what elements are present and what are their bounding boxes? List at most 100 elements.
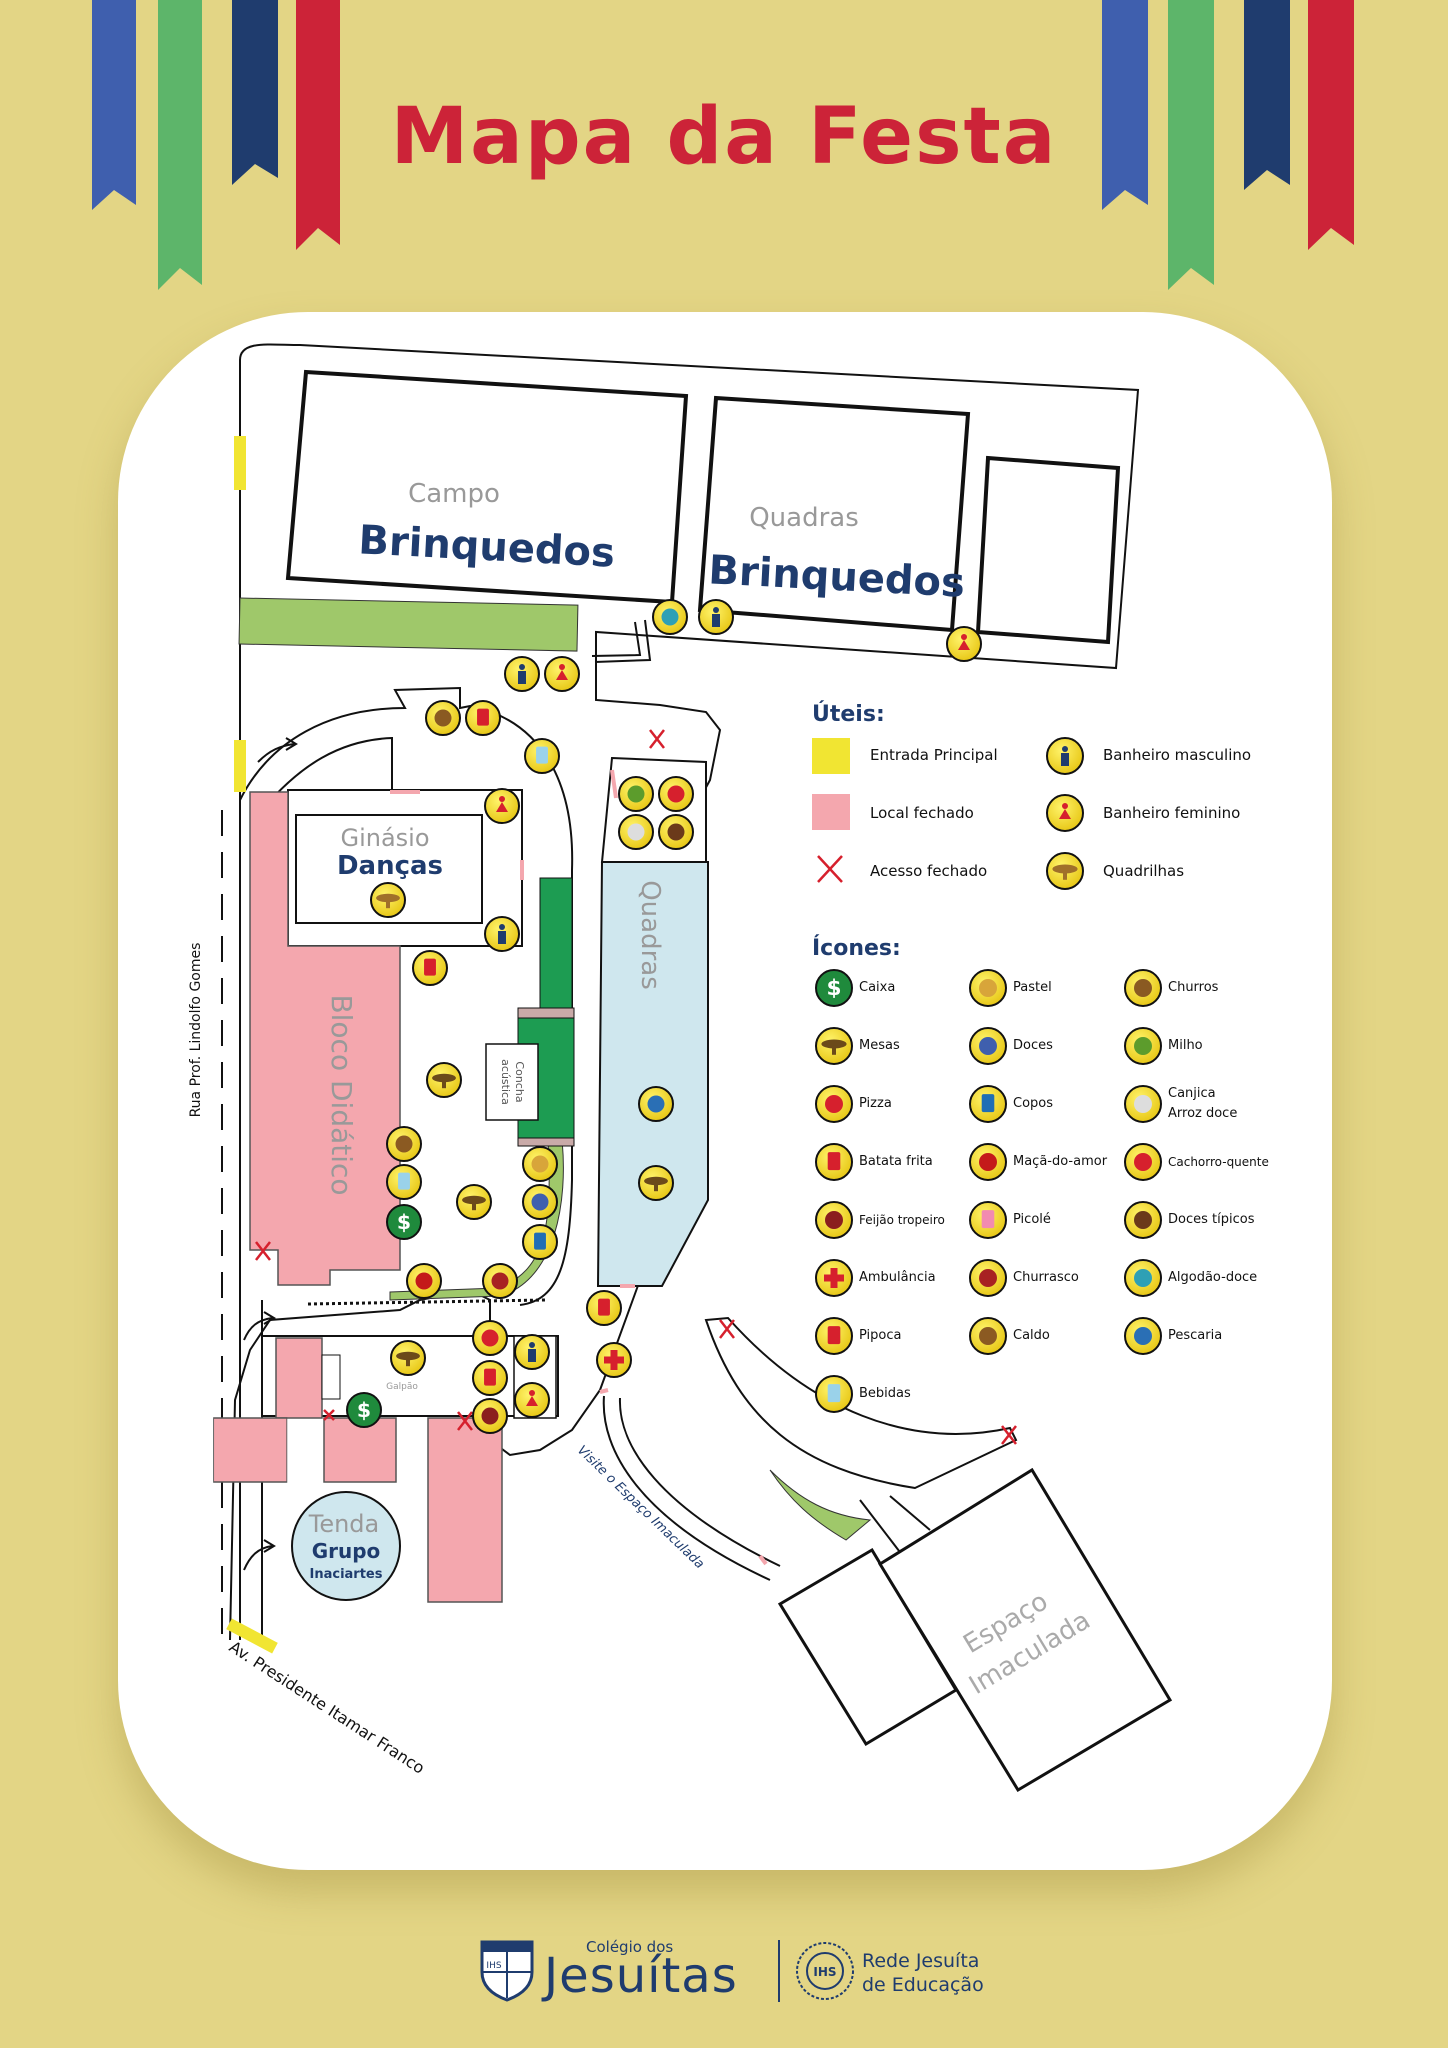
legend-icon-label-line: Pipoca [859, 1328, 902, 1343]
legend-icon-label-line: Milho [1168, 1038, 1203, 1053]
candy-icon [522, 1184, 558, 1220]
fishing-icon [638, 1086, 674, 1122]
ginasio-name: Danças [337, 851, 443, 881]
concha-acustica [485, 1043, 539, 1121]
legend-icon-label: Copos [1013, 1094, 1053, 1114]
pizza-icon [815, 1085, 853, 1123]
legend-banheiro-f: Banheiro feminino [1103, 804, 1241, 822]
table-icon [426, 1062, 462, 1098]
legend-icon-label: Pastel [1013, 978, 1052, 998]
popcorn-icon [815, 1317, 853, 1355]
hotdog-icon [658, 776, 694, 812]
pastel-icon [969, 969, 1007, 1007]
closed-markers [390, 769, 768, 1566]
legend-icon-label: Pizza [859, 1094, 892, 1114]
network-seal-icon: IHS [796, 1942, 854, 2000]
pastel-icon [522, 1146, 558, 1182]
closed-area-4 [427, 1417, 503, 1603]
corn-icon [1124, 1027, 1162, 1065]
male-restroom-icon [1046, 737, 1084, 775]
beans-icon [472, 1398, 508, 1434]
churros-icon [1124, 969, 1162, 1007]
concha-label-2: acústica [499, 1059, 512, 1105]
tenda-label-1: Tenda [308, 1510, 380, 1538]
table-icon [638, 1165, 674, 1201]
map-icons: $$ [346, 599, 982, 1434]
svg-text:$: $ [826, 976, 841, 1001]
legend-icon-label: Milho [1168, 1036, 1203, 1056]
male-restroom-icon [484, 916, 520, 952]
female-restroom-icon [946, 626, 982, 662]
bloco-didatico [249, 791, 401, 1286]
legend-icon-label: Cachorro-quente [1168, 1152, 1269, 1172]
svg-text:IHS: IHS [813, 1965, 836, 1979]
legend-icon-label-line: Caldo [1013, 1328, 1050, 1343]
table-icon [456, 1184, 492, 1220]
fries-icon [815, 1143, 853, 1181]
legend-icon-label: Feijão tropeiro [859, 1210, 945, 1230]
concha-label-1: Concha [513, 1061, 526, 1102]
closed-area-1 [275, 1337, 323, 1419]
popcorn-icon [412, 950, 448, 986]
legend-icon-label: Mesas [859, 1036, 900, 1056]
typical-sweets-icon [1124, 1201, 1162, 1239]
legend-icon-label: Batata frita [859, 1152, 933, 1172]
entrance-1[interactable] [234, 436, 246, 490]
legend-icon-label-line: Batata frita [859, 1154, 933, 1169]
footer-divider [778, 1940, 780, 2002]
closed-swatch [812, 794, 850, 830]
legend-icon-label: Algodão-doce [1168, 1268, 1257, 1288]
female-restroom-icon [484, 788, 520, 824]
legend-icon-label-line: Pastel [1013, 980, 1052, 995]
closed-area-2 [213, 1417, 288, 1483]
legend-icon-label: Picolé [1013, 1210, 1051, 1230]
fries-icon [472, 1360, 508, 1396]
straw-hat-icon [1046, 852, 1084, 890]
entrance-2[interactable] [234, 740, 246, 792]
table-icon [815, 1027, 853, 1065]
popcorn-icon [586, 1290, 622, 1326]
closed-area-3 [323, 1417, 397, 1483]
tenda-grupo [291, 1491, 401, 1601]
school-crest-icon: IHS [480, 1940, 534, 2002]
legend-icon-label-line: Pizza [859, 1096, 892, 1111]
ambulance-cross-icon [815, 1259, 853, 1297]
tenda-label-2: Grupo [312, 1539, 381, 1563]
access-arrows [243, 737, 298, 1571]
legend-icon-label-line: Ambulância [859, 1270, 936, 1285]
legend-icon-label: Churrasco [1013, 1268, 1079, 1288]
male-restroom-icon [514, 1334, 550, 1370]
female-restroom-icon [514, 1382, 550, 1418]
cotton-candy-icon [652, 599, 688, 635]
candy-icon [969, 1027, 1007, 1065]
legend-icon-label-line: Picolé [1013, 1212, 1051, 1227]
ginasio-block [295, 814, 483, 924]
popcorn-icon [465, 700, 501, 736]
legend-banheiro-m: Banheiro masculino [1103, 746, 1252, 764]
legend-icon-label-line: Doces típicos [1168, 1212, 1255, 1227]
legend-local-fechado: Local fechado [870, 804, 974, 822]
popsicle-icon [969, 1201, 1007, 1239]
legend-icon-label-line: Pescaria [1168, 1328, 1223, 1343]
ambulance-cross-icon [596, 1342, 632, 1378]
stairs [591, 619, 652, 700]
male-restroom-icon [504, 656, 540, 692]
legend-icones-title: Ícones: [812, 936, 901, 961]
male-restroom-icon [698, 599, 734, 635]
x-mark-icon [817, 855, 843, 883]
legend-uteis-title: Úteis: [812, 702, 885, 727]
legend-icon-label: Doces típicos [1168, 1210, 1254, 1230]
legend-icon-label: Maçã-do-amor [1013, 1152, 1107, 1172]
legend-icon-label-line: Mesas [859, 1038, 900, 1053]
entrance-3[interactable] [226, 1618, 278, 1654]
female-restroom-icon [544, 656, 580, 692]
legend-icon-label: Doces [1013, 1036, 1053, 1056]
legend-icon-label: Pipoca [859, 1326, 902, 1346]
legend-icon-label-line: Churrasco [1013, 1270, 1079, 1285]
legend-icons: $ [815, 737, 1162, 1413]
canjica-icon [1124, 1085, 1162, 1123]
quadras-top-block [697, 395, 971, 633]
barbecue-icon [969, 1259, 1007, 1297]
street-avenida: Av. Presidente Itamar Franco [226, 1637, 428, 1778]
cups-icon [969, 1085, 1007, 1123]
